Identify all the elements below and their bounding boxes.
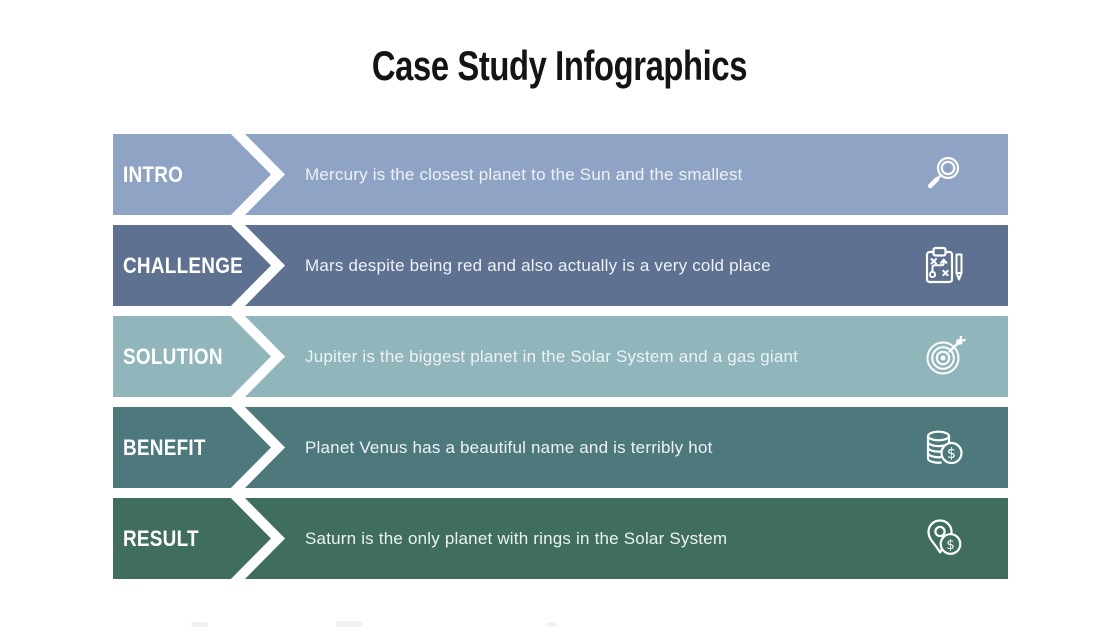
svg-text:$: $	[946, 536, 955, 552]
svg-text:$: $	[947, 446, 956, 462]
price-pin-icon: $	[927, 518, 962, 555]
row-description: Planet Venus has a beautiful name and is…	[305, 437, 713, 457]
row-benefit: BENEFIT Planet Venus has a beautiful nam…	[113, 395, 1008, 500]
row-label: BENEFIT	[123, 407, 219, 488]
row-intro: INTRO Mercury is the closest planet to t…	[113, 122, 1008, 227]
row-label-text: CHALLENGE	[123, 252, 244, 278]
chevron-right-icon	[226, 395, 286, 500]
chevron-right-icon	[226, 213, 286, 318]
target-dart-icon	[926, 335, 966, 374]
row-label: INTRO	[123, 134, 193, 215]
row-description: Jupiter is the biggest planet in the Sol…	[305, 346, 799, 366]
page-edge-artifact	[547, 622, 556, 627]
row-description: Mars despite being red and also actually…	[305, 255, 771, 275]
coins-dollar-icon: $	[926, 430, 963, 464]
row-solution: SOLUTION Jupiter is the biggest planet i…	[113, 304, 1008, 409]
row-label-text: BENEFIT	[123, 434, 206, 460]
row-label-text: RESULT	[123, 525, 199, 551]
page-edge-artifact	[191, 622, 208, 627]
row-label: CHALLENGE	[123, 225, 263, 306]
page-edge-artifact	[336, 621, 363, 627]
row-label-text: INTRO	[123, 161, 184, 187]
row-description: Saturn is the only planet with rings in …	[305, 528, 728, 548]
chevron-right-icon	[226, 304, 286, 409]
page-title: Case Study Infographics	[0, 42, 1119, 90]
search-icon	[927, 156, 960, 188]
strategy-clipboard-icon	[925, 246, 963, 283]
row-result: RESULT Saturn is the only planet with ri…	[113, 486, 1008, 591]
row-challenge: CHALLENGE Mars despite being red and als…	[113, 213, 1008, 318]
row-label-text: SOLUTION	[123, 343, 223, 369]
row-description: Mercury is the closest planet to the Sun…	[305, 164, 743, 184]
chevron-right-icon	[226, 486, 286, 591]
row-label: SOLUTION	[123, 316, 239, 397]
row-label: RESULT	[123, 498, 211, 579]
chevron-right-icon	[226, 122, 286, 227]
infographic-rows: INTRO Mercury is the closest planet to t…	[113, 122, 1008, 591]
page-title-text: Case Study Infographics	[371, 42, 748, 89]
